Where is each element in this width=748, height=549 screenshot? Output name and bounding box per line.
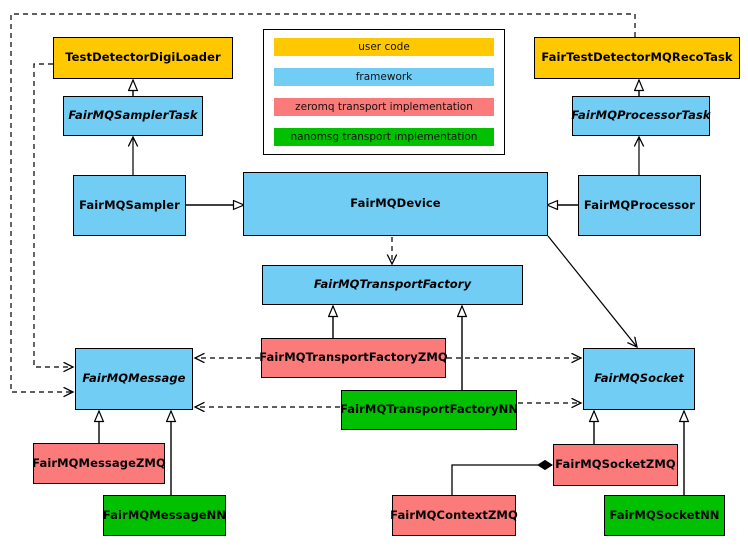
- class-node-label: FairMQTransportFactoryNN: [339, 402, 519, 417]
- legend-item-framework: framework: [274, 68, 494, 86]
- edge-digiloader-message-routed: [33, 63, 73, 367]
- class-node-FairMQTransportFactory[interactable]: FairMQTransportFactory: [262, 265, 523, 305]
- class-node-label: TestDetectorDigiLoader: [65, 50, 221, 65]
- class-node-FairMQProcessorTask[interactable]: FairMQProcessorTask: [571, 96, 711, 136]
- legend-label-zeromq: zeromq transport implementation: [295, 101, 473, 113]
- edge-device-socket: [547, 235, 637, 347]
- class-node-FairMQTransportFactoryNN[interactable]: FairMQTransportFactoryNN: [339, 390, 519, 430]
- class-node-label: FairMQSocketZMQ: [555, 457, 676, 472]
- class-node-label: FairMQSocket: [594, 371, 684, 386]
- class-node-FairMQSamplerTask[interactable]: FairMQSamplerTask: [63, 96, 203, 136]
- legend-panel: user code framework zeromq transport imp…: [263, 29, 505, 155]
- legend-item-user-code: user code: [274, 38, 494, 56]
- legend-label-user-code: user code: [358, 41, 410, 53]
- class-node-FairMQTransportFactoryZMQ[interactable]: FairMQTransportFactoryZMQ: [259, 338, 448, 378]
- class-node-label: FairMQContextZMQ: [390, 507, 518, 522]
- class-node-label: FairMQProcessor: [583, 197, 696, 212]
- legend-label-framework: framework: [355, 71, 413, 83]
- class-node-FairMQMessageNN[interactable]: FairMQMessageNN: [103, 495, 226, 536]
- class-node-FairMQSocketNN[interactable]: FairMQSocketNN: [604, 495, 725, 536]
- class-node-TestDetectorDigiLoader[interactable]: TestDetectorDigiLoader: [53, 37, 233, 79]
- class-node-FairMQMessage[interactable]: FairMQMessage: [75, 348, 193, 410]
- class-node-FairMQContextZMQ[interactable]: FairMQContextZMQ: [390, 495, 518, 536]
- class-node-FairMQSampler[interactable]: FairMQSampler: [73, 175, 186, 236]
- class-node-FairMQSocket[interactable]: FairMQSocket: [583, 348, 695, 410]
- class-node-label: FairMQSampler: [79, 197, 180, 212]
- class-node-label: FairMQSamplerTask: [68, 108, 198, 123]
- class-node-label: FairMQMessage: [82, 371, 186, 386]
- legend-label-nanomsg: nanomsg transport implementation: [290, 131, 478, 143]
- edge-recotask-message-routed: [10, 13, 636, 392]
- class-node-FairTestDetectorMQRecoTask[interactable]: FairTestDetectorMQRecoTask: [534, 37, 740, 79]
- class-node-label: FairTestDetectorMQRecoTask: [541, 50, 733, 65]
- class-node-label: FairMQMessageNN: [102, 507, 227, 522]
- class-node-label: FairMQSocketNN: [609, 507, 720, 522]
- class-node-label: FairMQTransportFactory: [313, 277, 472, 292]
- class-node-FairMQProcessor[interactable]: FairMQProcessor: [578, 175, 701, 236]
- class-node-label: FairMQProcessorTask: [571, 108, 711, 123]
- class-node-label: FairMQTransportFactoryZMQ: [259, 350, 448, 365]
- class-node-FairMQDevice[interactable]: FairMQDevice: [243, 172, 548, 236]
- class-node-label: FairMQDevice: [350, 196, 441, 211]
- class-node-label: FairMQMessageZMQ: [32, 455, 166, 470]
- class-node-FairMQMessageZMQ[interactable]: FairMQMessageZMQ: [32, 443, 166, 484]
- legend-item-zeromq: zeromq transport implementation: [274, 98, 494, 116]
- legend-item-nanomsg: nanomsg transport implementation: [274, 128, 494, 146]
- edge-contextzmq-socketzmq: [451, 459, 553, 495]
- class-node-FairMQSocketZMQ[interactable]: FairMQSocketZMQ: [553, 444, 678, 486]
